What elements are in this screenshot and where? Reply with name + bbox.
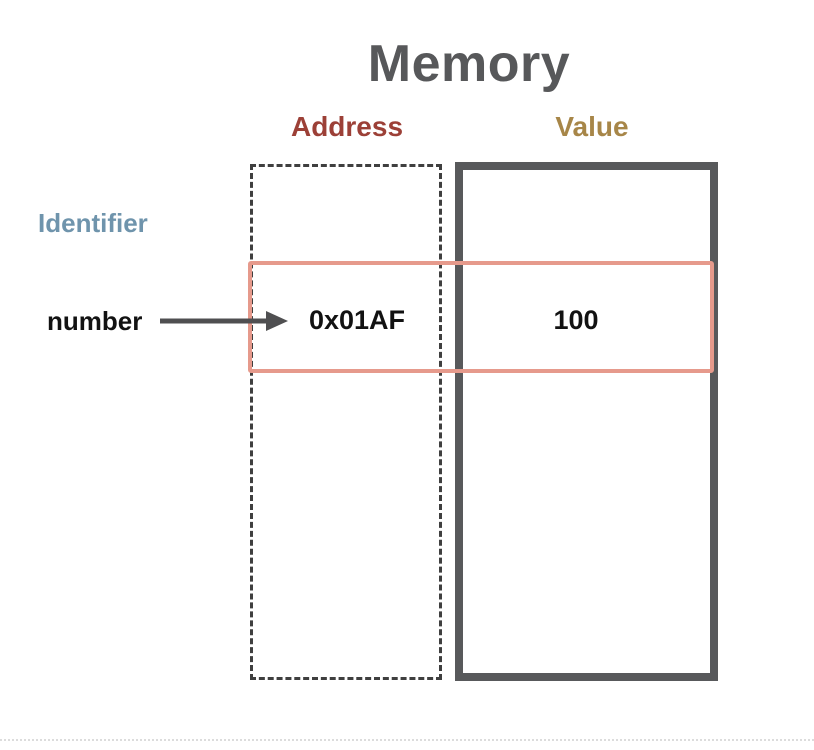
- address-cell-value: 0x01AF: [308, 305, 406, 335]
- bottom-dotted-divider: [0, 739, 814, 741]
- value-column-header: Value: [555, 111, 629, 142]
- address-column-box: [250, 164, 442, 680]
- value-cell-value: 100: [553, 305, 599, 335]
- highlighted-memory-row: [248, 261, 714, 373]
- identifier-heading: Identifier: [38, 208, 148, 238]
- address-column-header: Address: [290, 111, 404, 142]
- identifier-name-label: number: [47, 306, 143, 336]
- value-column-box: [455, 162, 718, 681]
- arrow-icon: [158, 308, 290, 334]
- diagram-title: Memory: [367, 35, 571, 93]
